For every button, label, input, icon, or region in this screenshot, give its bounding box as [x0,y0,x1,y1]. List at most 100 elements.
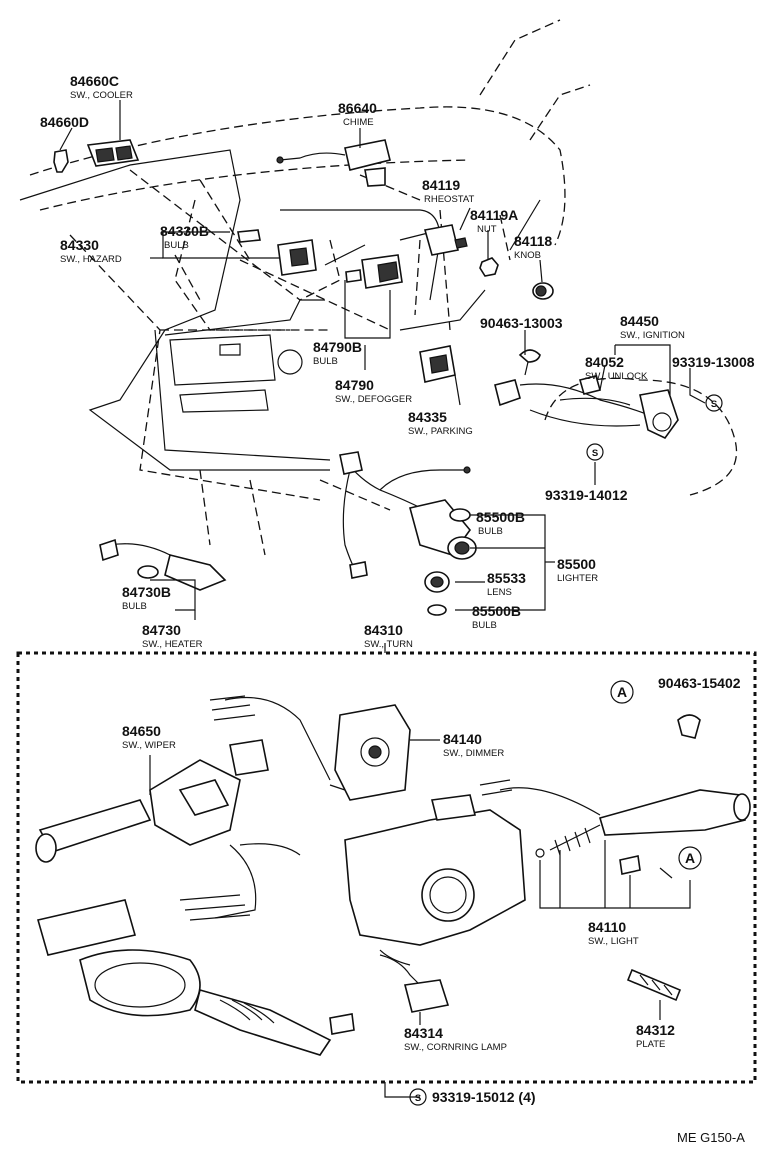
label-84052: 84052 SW., UNLOCK [585,354,648,382]
svg-text:LENS: LENS [487,587,512,598]
svg-text:BULB: BULB [122,601,147,612]
svg-text:85500B: 85500B [472,603,521,619]
label-84790B: 84790B BULB [313,339,362,367]
svg-text:84140: 84140 [443,731,482,747]
svg-text:90463-13003: 90463-13003 [480,315,563,331]
label-85500B-b: 85500B BULB [472,603,521,631]
svg-text:84730B: 84730B [122,584,171,600]
svg-text:A: A [685,850,695,866]
label-84330B: 84330B BULB [160,223,209,251]
svg-text:BULB: BULB [164,240,189,251]
label-84335: 84335 SW., PARKING [408,409,473,437]
knob-part [532,282,554,300]
label-84119: 84119 RHEOSTAT [422,177,475,205]
label-85500B-a: 85500B BULB [476,509,525,537]
svg-text:84335: 84335 [408,409,447,425]
svg-text:SW., DIMMER: SW., DIMMER [443,748,504,759]
clip-part [518,349,541,376]
label-85500: 85500 LIGHTER [557,556,598,584]
svg-text:93319-14012: 93319-14012 [545,487,628,503]
light-switch-part [479,779,751,879]
label-93319-13008: 93319-13008 [672,354,755,370]
label-93319-14012: 93319-14012 [545,487,628,503]
svg-text:84660C: 84660C [70,73,119,89]
label-84450: 84450 SW., IGNITION [620,313,685,341]
svg-text:84790: 84790 [335,377,374,393]
dimmer-switch-part [329,704,411,801]
label-84730: 84730 SW., HEATER [142,622,203,650]
svg-text:S: S [415,1093,421,1104]
svg-text:A: A [617,684,627,700]
svg-text:S: S [711,399,717,410]
heater-switch-part [99,538,227,591]
label-84310: 84310 SW., TURN [364,622,413,650]
svg-text:BULB: BULB [472,620,497,631]
svg-text:84330B: 84330B [160,223,209,239]
svg-text:93319-13008: 93319-13008 [672,354,755,370]
label-84119A: 84119A NUT [470,207,518,235]
label-85533: 85533 LENS [487,570,526,598]
svg-text:S: S [592,448,598,459]
svg-text:ME G150-A: ME G150-A [677,1130,745,1145]
svg-text:84450: 84450 [620,313,659,329]
svg-text:86640: 86640 [338,100,377,116]
svg-text:84119: 84119 [422,177,460,193]
svg-text:SW., TURN: SW., TURN [364,639,413,650]
svg-text:84312: 84312 [636,1022,675,1038]
label-84110: 84110 SW., LIGHT [588,919,639,947]
clip-a-part [677,714,701,739]
ignition-switch-part [494,375,679,440]
svg-text:CHIME: CHIME [343,117,374,128]
parking-switch-part [419,345,456,383]
chime-part [276,139,391,187]
cornering-lamp-switch-part [379,954,450,1013]
label-84650: 84650 SW., WIPER [122,723,176,751]
svg-text:84119A: 84119A [470,207,518,223]
svg-text:LIGHTER: LIGHTER [557,573,598,584]
label-90463-13003: 90463-13003 [480,315,563,331]
marker-s-13008: S [705,394,723,412]
rheostat-part [423,224,468,256]
label-86640: 86640 CHIME [338,100,377,128]
dashboard-outline [29,19,738,556]
svg-text:84730: 84730 [142,622,181,638]
svg-text:93319-15012 (4): 93319-15012 (4) [432,1089,536,1105]
nut-part [479,257,499,277]
svg-text:SW., HAZARD: SW., HAZARD [60,254,122,265]
combination-switch-body-part [344,794,526,966]
svg-text:SW., LIGHT: SW., LIGHT [588,936,639,947]
svg-text:84118: 84118 [514,233,552,249]
svg-text:85500B: 85500B [476,509,525,525]
svg-text:84330: 84330 [60,237,99,253]
label-84118: 84118 KNOB [514,233,552,261]
label-84790: 84790 SW., DEFOGGER [335,377,412,405]
defogger-switch-part [345,254,403,289]
label-84660C: 84660C SW., COOLER [70,73,133,101]
svg-text:BULB: BULB [313,356,338,367]
svg-text:SW., WIPER: SW., WIPER [122,740,176,751]
label-84660D: 84660D [40,114,89,130]
svg-text:SW., DEFOGGER: SW., DEFOGGER [335,394,412,405]
svg-text:84310: 84310 [364,622,403,638]
label-84330: 84330 SW., HAZARD [60,237,122,265]
svg-text:85500: 85500 [557,556,596,572]
label-84314: 84314 SW., CORNRING LAMP [404,1025,507,1053]
svg-text:SW., HEATER: SW., HEATER [142,639,203,650]
svg-text:NUT: NUT [477,224,497,235]
label-84140: 84140 SW., DIMMER [443,731,504,759]
footer-code: ME G150-A [677,1130,745,1145]
marker-s-15012: S [409,1088,427,1106]
plate-part [626,968,682,1002]
wiper-switch-part [35,695,331,921]
marker-a-top: A [610,680,634,704]
svg-text:SW., IGNITION: SW., IGNITION [620,330,685,341]
label-93319-15012: 93319-15012 (4) [432,1089,536,1105]
svg-text:85533: 85533 [487,570,526,586]
svg-text:84660D: 84660D [40,114,89,130]
lighter-part [339,451,477,616]
svg-text:SW., UNLOCK: SW., UNLOCK [585,371,648,382]
svg-text:BULB: BULB [478,526,503,537]
svg-text:KNOB: KNOB [514,250,541,261]
leader-lines [59,100,706,1098]
svg-text:84650: 84650 [122,723,161,739]
